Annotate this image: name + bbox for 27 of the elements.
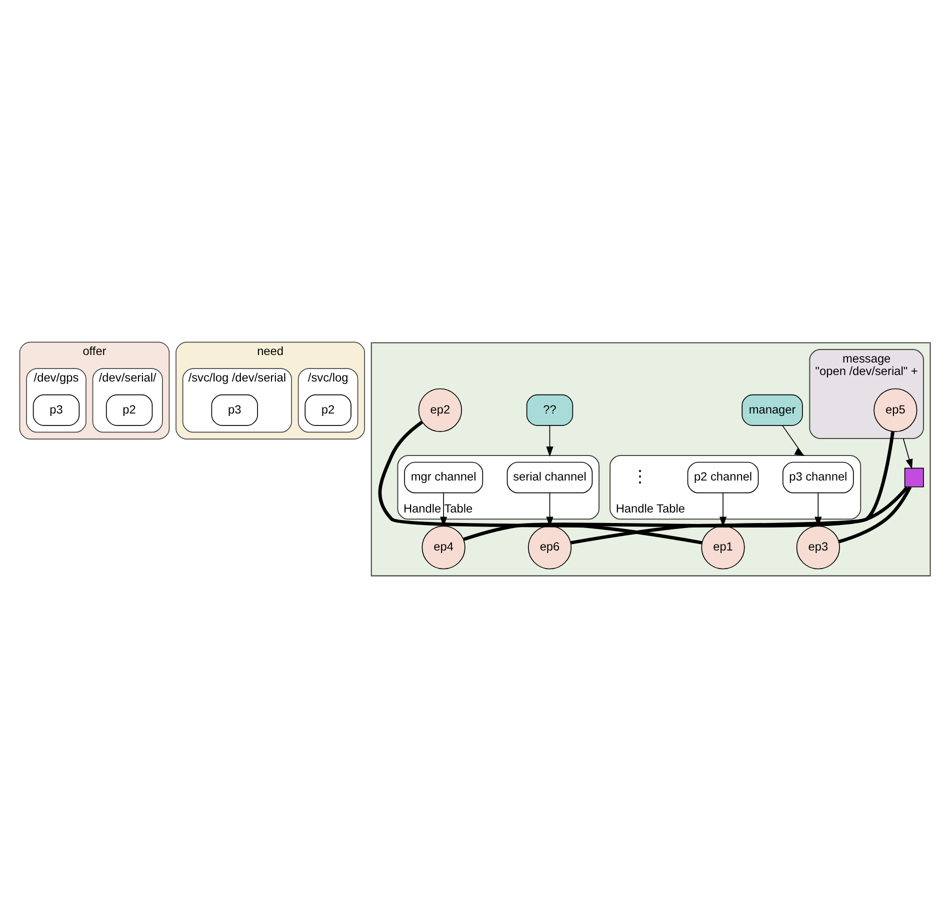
node-circle: ep6: [527, 525, 572, 569]
node-circle: ep5: [873, 388, 917, 432]
arrow: [782, 424, 804, 456]
connector: [570, 431, 894, 544]
node-box: p3 channel: [782, 461, 854, 493]
arrow: [902, 438, 912, 469]
cluster: [370, 342, 930, 576]
arrow: [546, 424, 553, 456]
connector: [462, 486, 908, 540]
node-box: ??: [526, 394, 573, 426]
node-box: p2: [105, 394, 152, 426]
node-circle: ep1: [700, 525, 744, 569]
node-box: serial channel: [506, 461, 592, 493]
node-box: p2 channel: [686, 461, 758, 493]
connector: [838, 486, 912, 543]
label: ⋮: [630, 466, 648, 486]
node-box: p3: [32, 394, 80, 426]
node-circle: ep3: [796, 525, 840, 569]
arrow: [440, 492, 447, 526]
node-box: p3: [210, 394, 258, 426]
node-box: p2: [304, 394, 351, 426]
node-circle: ep2: [418, 388, 462, 432]
node-box: mgr channel: [404, 461, 483, 493]
connector: [378, 420, 702, 544]
node-box: manager: [741, 394, 802, 426]
node-box: [904, 467, 924, 487]
node-circle: ep4: [421, 525, 465, 569]
